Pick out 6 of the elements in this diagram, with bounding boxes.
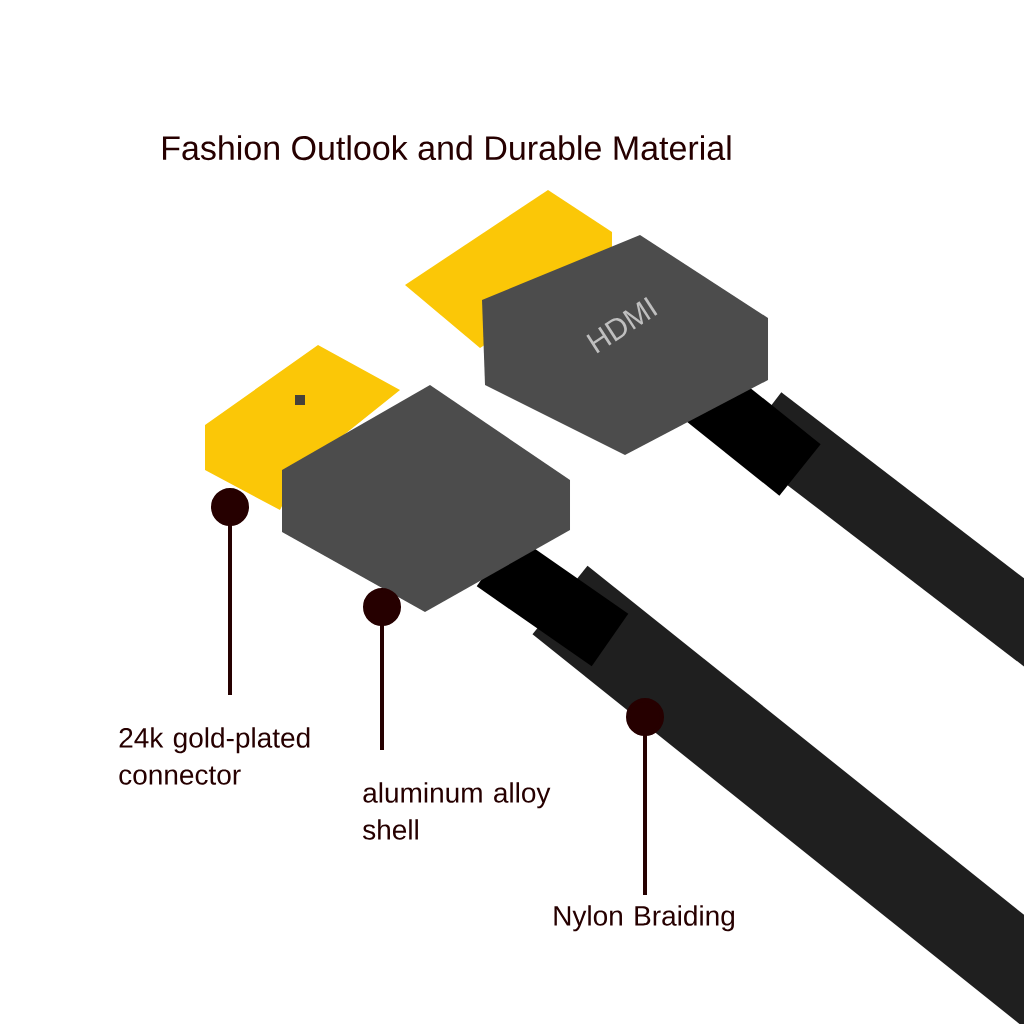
leader-line [363,588,401,750]
callout-label: aluminum alloy shell [363,782,551,840]
leader-line [211,488,249,695]
leader-line [626,698,664,895]
callout-label: Nylon Braiding [554,905,734,932]
title: Fashion Outlook and Durable Material [163,135,731,161]
